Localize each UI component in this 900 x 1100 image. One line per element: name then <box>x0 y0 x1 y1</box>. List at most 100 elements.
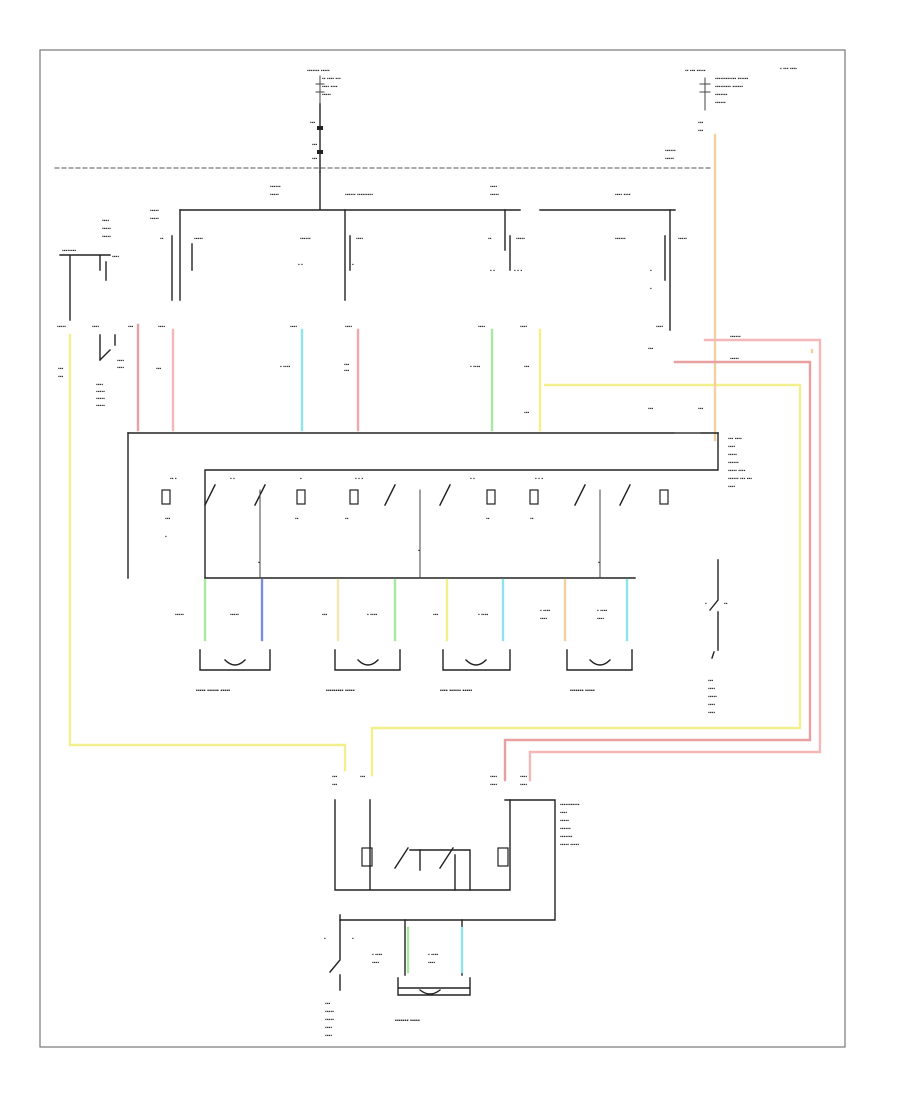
svg-text:▪▪▪▪▪: ▪▪▪▪▪ <box>325 1009 334 1015</box>
svg-text:▪: ▪ <box>165 534 167 540</box>
memory-switch-symbol: ▪▪▪▪ ▪▪▪▪ ▪▪▪▪ ▪▪▪▪▪ ▪▪▪▪▪ ▪▪▪▪▪ <box>96 334 124 409</box>
svg-text:▪ ▪: ▪ ▪ <box>490 268 495 274</box>
svg-text:▪ ▪ ▪: ▪ ▪ ▪ <box>535 476 543 482</box>
svg-text:▪▪▪: ▪▪▪ <box>128 324 134 330</box>
svg-text:▪▪▪▪ ▪▪▪▪: ▪▪▪▪ ▪▪▪▪ <box>322 84 338 90</box>
svg-text:▪▪: ▪▪ <box>488 236 492 242</box>
svg-text:▪▪▪▪: ▪▪▪▪ <box>597 616 604 622</box>
svg-text:▪: ▪ <box>300 476 302 482</box>
svg-text:▪▪▪▪: ▪▪▪▪ <box>656 324 663 330</box>
svg-text:▪ ▪▪▪ ▪▪▪▪: ▪ ▪▪▪ ▪▪▪▪ <box>780 66 797 72</box>
svg-text:▪▪: ▪▪ <box>295 516 299 522</box>
ip-fuse-block-source: ▪▪ ▪▪▪ ▪▪▪▪▪ ▪ ▪▪▪ ▪▪▪▪ ▪▪▪▪▪▪▪▪▪▪▪▪ ▪▪▪… <box>685 66 797 134</box>
svg-text:▪▪▪▪: ▪▪▪▪ <box>708 702 715 708</box>
svg-text:▪▪▪: ▪▪▪ <box>325 1001 331 1007</box>
svg-text:▪▪▪▪: ▪▪▪▪ <box>325 1033 332 1039</box>
passenger-seat-module: ▪▪▪ ▪▪▪ ▪▪▪ ▪▪▪▪ ▪▪▪▪ ▪▪▪▪ ▪▪▪▪ ▪▪▪▪▪▪▪▪… <box>332 774 580 921</box>
fore-aft-motor-caption: ▪▪▪▪▪▪▪▪▪ ▪▪▪▪▪ <box>326 688 355 694</box>
svg-text:▪▪▪▪▪: ▪▪▪▪▪ <box>175 612 184 618</box>
svg-text:▪▪▪: ▪▪▪ <box>322 612 328 618</box>
diagram-border <box>39 49 846 1048</box>
svg-text:▪▪▪▪▪: ▪▪▪▪▪ <box>708 694 717 700</box>
svg-text:▪▪ ▪▪▪ ▪▪▪▪▪: ▪▪ ▪▪▪ ▪▪▪▪▪ <box>685 68 706 74</box>
svg-text:▪▪▪: ▪▪▪ <box>312 142 318 148</box>
svg-text:▪▪▪▪▪▪: ▪▪▪▪▪▪ <box>615 236 626 242</box>
svg-text:▪▪▪▪▪▪▪▪▪▪▪▪ ▪▪▪▪▪▪: ▪▪▪▪▪▪▪▪▪▪▪▪ ▪▪▪▪▪▪ <box>715 76 749 82</box>
svg-text:▪▪▪▪▪: ▪▪▪▪▪ <box>57 324 66 330</box>
svg-text:▪▪▪: ▪▪▪ <box>524 364 530 370</box>
hot-at-all-times-source: ▪▪▪▪▪▪▪ ▪▪▪▪▪ ▪▪ ▪▪▪▪ ▪▪▪ ▪▪▪▪ ▪▪▪▪ ▪▪▪ ▪… <box>307 68 341 173</box>
svg-text:▪▪▪▪: ▪▪▪▪ <box>520 324 527 330</box>
svg-text:▪▪▪: ▪▪▪ <box>524 410 530 416</box>
svg-text:▪▪▪▪▪▪▪: ▪▪▪▪▪▪▪ <box>715 92 728 98</box>
svg-text:▪▪▪▪▪▪: ▪▪▪▪▪▪ <box>300 236 311 242</box>
svg-text:▪▪▪▪▪: ▪▪▪▪▪ <box>194 236 203 242</box>
svg-text:▪▪▪▪: ▪▪▪▪ <box>356 236 363 242</box>
svg-text:▪▪▪▪▪▪ ▪▪▪▪▪▪▪▪▪: ▪▪▪▪▪▪ ▪▪▪▪▪▪▪▪▪ <box>345 192 373 198</box>
svg-text:▪▪: ▪▪ <box>530 516 534 522</box>
svg-text:▪▪: ▪▪ <box>345 516 349 522</box>
svg-text:▪▪▪: ▪▪▪ <box>312 156 318 162</box>
svg-text:▪▪▪: ▪▪▪ <box>648 406 654 412</box>
yellow-harness-right <box>370 383 802 777</box>
svg-text:▪▪▪: ▪▪▪ <box>648 346 654 352</box>
svg-text:▪▪: ▪▪ <box>724 601 728 607</box>
svg-text:▪▪▪: ▪▪▪ <box>698 128 704 134</box>
svg-text:▪▪▪▪: ▪▪▪▪ <box>372 960 379 966</box>
svg-text:▪▪▪: ▪▪▪ <box>344 368 350 374</box>
svg-text:▪: ▪ <box>324 936 326 942</box>
svg-text:▪▪▪▪▪▪: ▪▪▪▪▪▪ <box>270 184 281 190</box>
svg-text:▪▪▪▪: ▪▪▪▪ <box>560 810 567 816</box>
driver-switch-left: ▪▪▪▪ ▪▪▪▪▪ ▪▪▪▪▪ ▪▪▪▪▪▪▪▪ ▪▪▪▪ ▪▪▪▪▪ ▪▪ <box>59 209 203 321</box>
svg-text:▪▪▪: ▪▪▪ <box>433 612 439 618</box>
svg-text:▪▪▪▪: ▪▪▪▪ <box>540 616 547 622</box>
motor-row: ▪▪▪▪▪ ▪▪▪▪▪▪ ▪▪▪▪▪ ▪▪▪▪▪▪▪▪▪ ▪▪▪▪▪ ▪▪▪▪ … <box>196 649 633 694</box>
svg-text:▪▪▪▪▪: ▪▪▪▪▪ <box>270 192 279 198</box>
svg-text:▪▪▪▪: ▪▪▪▪ <box>158 324 165 330</box>
svg-text:▪▪▪▪▪▪▪ ▪▪▪▪▪: ▪▪▪▪▪▪▪ ▪▪▪▪▪ <box>307 68 330 74</box>
svg-text:▪ ▪▪▪▪: ▪ ▪▪▪▪ <box>540 608 550 614</box>
svg-text:▪ ▪▪▪▪: ▪ ▪▪▪▪ <box>367 612 377 618</box>
svg-text:▪ ▪▪▪▪: ▪ ▪▪▪▪ <box>280 364 290 370</box>
svg-text:▪▪▪▪: ▪▪▪▪ <box>708 710 715 716</box>
right-ground-path: ▪ ▪▪ ▪▪▪ ▪▪▪▪ ▪▪▪▪▪ ▪▪▪▪ ▪▪▪▪ <box>705 559 728 716</box>
svg-text:▪▪▪▪: ▪▪▪▪ <box>117 358 124 364</box>
svg-text:▪▪▪▪▪: ▪▪▪▪▪ <box>96 396 105 402</box>
red-feed-wire <box>503 360 812 782</box>
svg-text:▪▪▪▪ ▪▪▪▪: ▪▪▪▪ ▪▪▪▪ <box>615 192 631 198</box>
svg-text:▪▪▪: ▪▪▪ <box>332 774 338 780</box>
svg-text:▪▪▪▪▪▪ ▪▪▪ ▪▪▪: ▪▪▪▪▪▪ ▪▪▪ ▪▪▪ <box>728 476 752 482</box>
svg-text:▪▪▪▪▪: ▪▪▪▪▪ <box>730 356 739 362</box>
svg-text:▪▪▪▪▪▪▪▪: ▪▪▪▪▪▪▪▪ <box>62 248 76 254</box>
svg-text:▪▪▪: ▪▪▪ <box>698 120 704 126</box>
svg-text:▪ ▪▪▪▪: ▪ ▪▪▪▪ <box>470 364 480 370</box>
svg-text:▪▪▪▪▪: ▪▪▪▪▪ <box>325 1017 334 1023</box>
svg-text:▪ ▪▪▪▪: ▪ ▪▪▪▪ <box>478 612 488 618</box>
recline-motor-caption: ▪▪▪▪▪▪▪ ▪▪▪▪▪ <box>570 688 595 694</box>
front-height-motor-caption: ▪▪▪▪▪ ▪▪▪▪▪▪ ▪▪▪▪▪ <box>196 688 230 694</box>
svg-text:▪▪▪▪▪: ▪▪▪▪▪ <box>102 226 111 232</box>
svg-text:▪▪▪▪▪▪: ▪▪▪▪▪▪ <box>715 100 726 106</box>
svg-text:▪▪▪▪: ▪▪▪▪ <box>290 324 297 330</box>
power-bus-top <box>179 171 676 211</box>
svg-text:▪▪▪: ▪▪▪ <box>310 120 316 126</box>
svg-text:▪▪▪▪: ▪▪▪▪ <box>92 324 99 330</box>
svg-text:▪▪▪: ▪▪▪ <box>58 366 64 372</box>
svg-text:▪▪▪▪: ▪▪▪▪ <box>520 782 527 788</box>
bottom-recline-motor-caption: ▪▪▪▪▪▪▪ ▪▪▪▪▪ <box>395 1018 420 1024</box>
svg-text:▪▪▪▪▪ ▪▪▪▪▪: ▪▪▪▪▪ ▪▪▪▪▪ <box>560 842 579 848</box>
svg-text:▪▪▪▪: ▪▪▪▪ <box>478 324 485 330</box>
svg-text:▪: ▪ <box>418 548 420 554</box>
svg-text:▪▪▪: ▪▪▪ <box>698 406 704 412</box>
svg-text:▪▪▪▪: ▪▪▪▪ <box>728 444 735 450</box>
svg-text:▪▪ ▪▪▪▪ ▪▪▪: ▪▪ ▪▪▪▪ ▪▪▪ <box>322 76 341 82</box>
svg-text:▪▪▪ ▪▪▪▪: ▪▪▪ ▪▪▪▪ <box>728 436 742 442</box>
svg-text:▪ ▪▪▪▪: ▪ ▪▪▪▪ <box>597 608 607 614</box>
svg-text:▪▪▪: ▪▪▪ <box>708 678 714 684</box>
svg-text:▪▪▪▪: ▪▪▪▪ <box>490 184 497 190</box>
svg-text:▪▪ ▪: ▪▪ ▪ <box>170 476 177 482</box>
svg-text:▪ ▪ ▪: ▪ ▪ ▪ <box>514 268 522 274</box>
svg-text:▪▪▪▪▪: ▪▪▪▪▪ <box>150 216 159 222</box>
